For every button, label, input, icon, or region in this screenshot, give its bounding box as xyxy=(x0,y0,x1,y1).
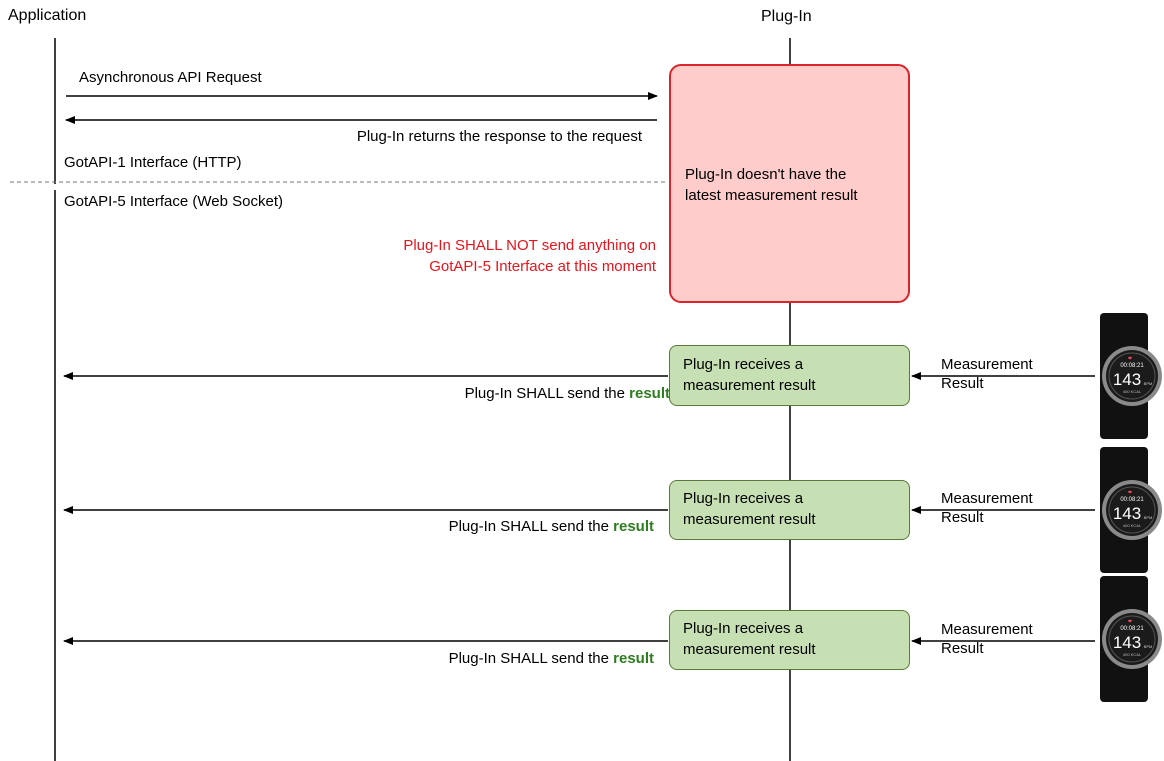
measurement-input-3-line-2: Result xyxy=(941,640,984,657)
measurement-input-1-line-2: Result xyxy=(941,375,984,392)
response-label: Plug-In returns the response to the requ… xyxy=(356,128,642,145)
measurement-input-label-2: Measurement Result xyxy=(941,489,1033,527)
watch-3-date: 00:08:21 xyxy=(1120,626,1144,632)
receive-result-box-1: Plug-In receives a measurement result xyxy=(669,345,910,406)
watch-3-sub: 400 KCAL xyxy=(1123,652,1142,657)
svg-text:❤: ❤ xyxy=(1128,356,1132,362)
send-result-1-prefix: Plug-In SHALL send the xyxy=(464,385,630,402)
send-result-2-emphasis: result xyxy=(613,518,654,535)
shall-not-send-note: Plug-In SHALL NOT send anything on GotAP… xyxy=(403,235,656,277)
watch-3-value: 143 xyxy=(1113,633,1141,652)
receive-result-text-2: Plug-In receives a measurement result xyxy=(683,488,816,530)
measurement-input-1-line-1: Measurement xyxy=(941,356,1033,373)
receive-result-text-3: Plug-In receives a measurement result xyxy=(683,618,816,660)
watch-2-sub: 400 KCAL xyxy=(1123,523,1142,528)
plugin-state-box: Plug-In doesn't have the latest measurem… xyxy=(669,64,910,303)
measurement-input-2-line-1: Measurement xyxy=(941,490,1033,507)
send-result-1-emphasis: result xyxy=(629,385,670,402)
receive-result-3-line-2: measurement result xyxy=(683,641,816,658)
receive-result-2-line-1: Plug-In receives a xyxy=(683,490,804,507)
send-result-label-1: Plug-In SHALL send the result xyxy=(465,385,670,403)
smartwatch-icon-3: ❤ 00:08:21 143 BPM 400 KCAL xyxy=(1100,576,1162,702)
send-result-label-3: Plug-In SHALL send the result xyxy=(449,650,654,668)
send-result-2-prefix: Plug-In SHALL send the xyxy=(448,518,614,535)
watch-1-sub: 400 KCAL xyxy=(1123,389,1142,394)
plugin-state-line-2: latest measurement result xyxy=(685,187,858,204)
receive-result-2-line-2: measurement result xyxy=(683,511,816,528)
receive-result-1-line-1: Plug-In receives a xyxy=(683,356,804,373)
watch-2-unit: BPM xyxy=(1144,515,1153,520)
application-lane-label: Application xyxy=(8,7,87,24)
plugin-state-line-1: Plug-In doesn't have the xyxy=(685,166,847,183)
svg-text:❤: ❤ xyxy=(1128,619,1132,625)
shall-not-send-line-1: Plug-In SHALL NOT send anything on xyxy=(403,237,656,254)
send-result-3-emphasis: result xyxy=(613,650,654,667)
send-result-3-prefix: Plug-In SHALL send the xyxy=(448,650,614,667)
svg-text:❤: ❤ xyxy=(1128,490,1132,496)
measurement-input-2-line-2: Result xyxy=(941,509,984,526)
receive-result-3-line-1: Plug-In receives a xyxy=(683,620,804,637)
watch-3-unit: BPM xyxy=(1144,644,1153,649)
watch-1-unit: BPM xyxy=(1144,381,1153,386)
receive-result-box-2: Plug-In receives a measurement result xyxy=(669,480,910,540)
receive-result-text-1: Plug-In receives a measurement result xyxy=(683,354,816,396)
watch-1-date: 00:08:21 xyxy=(1120,363,1144,369)
receive-result-box-3: Plug-In receives a measurement result xyxy=(669,610,910,670)
request-label: Asynchronous API Request xyxy=(79,69,262,86)
plugin-state-text: Plug-In doesn't have the latest measurem… xyxy=(685,164,858,206)
measurement-input-3-line-1: Measurement xyxy=(941,621,1033,638)
shall-not-send-line-2: GotAPI-5 Interface at this moment xyxy=(429,258,656,275)
plugin-lane-label: Plug-In xyxy=(761,8,812,25)
measurement-input-label-1: Measurement Result xyxy=(941,355,1033,393)
measurement-input-label-3: Measurement Result xyxy=(941,620,1033,658)
receive-result-1-line-2: measurement result xyxy=(683,377,816,394)
send-result-label-2: Plug-In SHALL send the result xyxy=(449,518,654,536)
gotapi5-interface-label: GotAPI-5 Interface (Web Socket) xyxy=(64,193,283,210)
smartwatch-icon-1: ❤ 00:08:21 143 BPM 400 KCAL xyxy=(1100,313,1162,439)
watch-2-date: 00:08:21 xyxy=(1120,497,1144,503)
smartwatch-icon-2: ❤ 00:08:21 143 BPM 400 KCAL xyxy=(1100,447,1162,573)
watch-1-value: 143 xyxy=(1113,370,1141,389)
watch-2-value: 143 xyxy=(1113,504,1141,523)
gotapi1-interface-label: GotAPI-1 Interface (HTTP) xyxy=(64,154,242,171)
